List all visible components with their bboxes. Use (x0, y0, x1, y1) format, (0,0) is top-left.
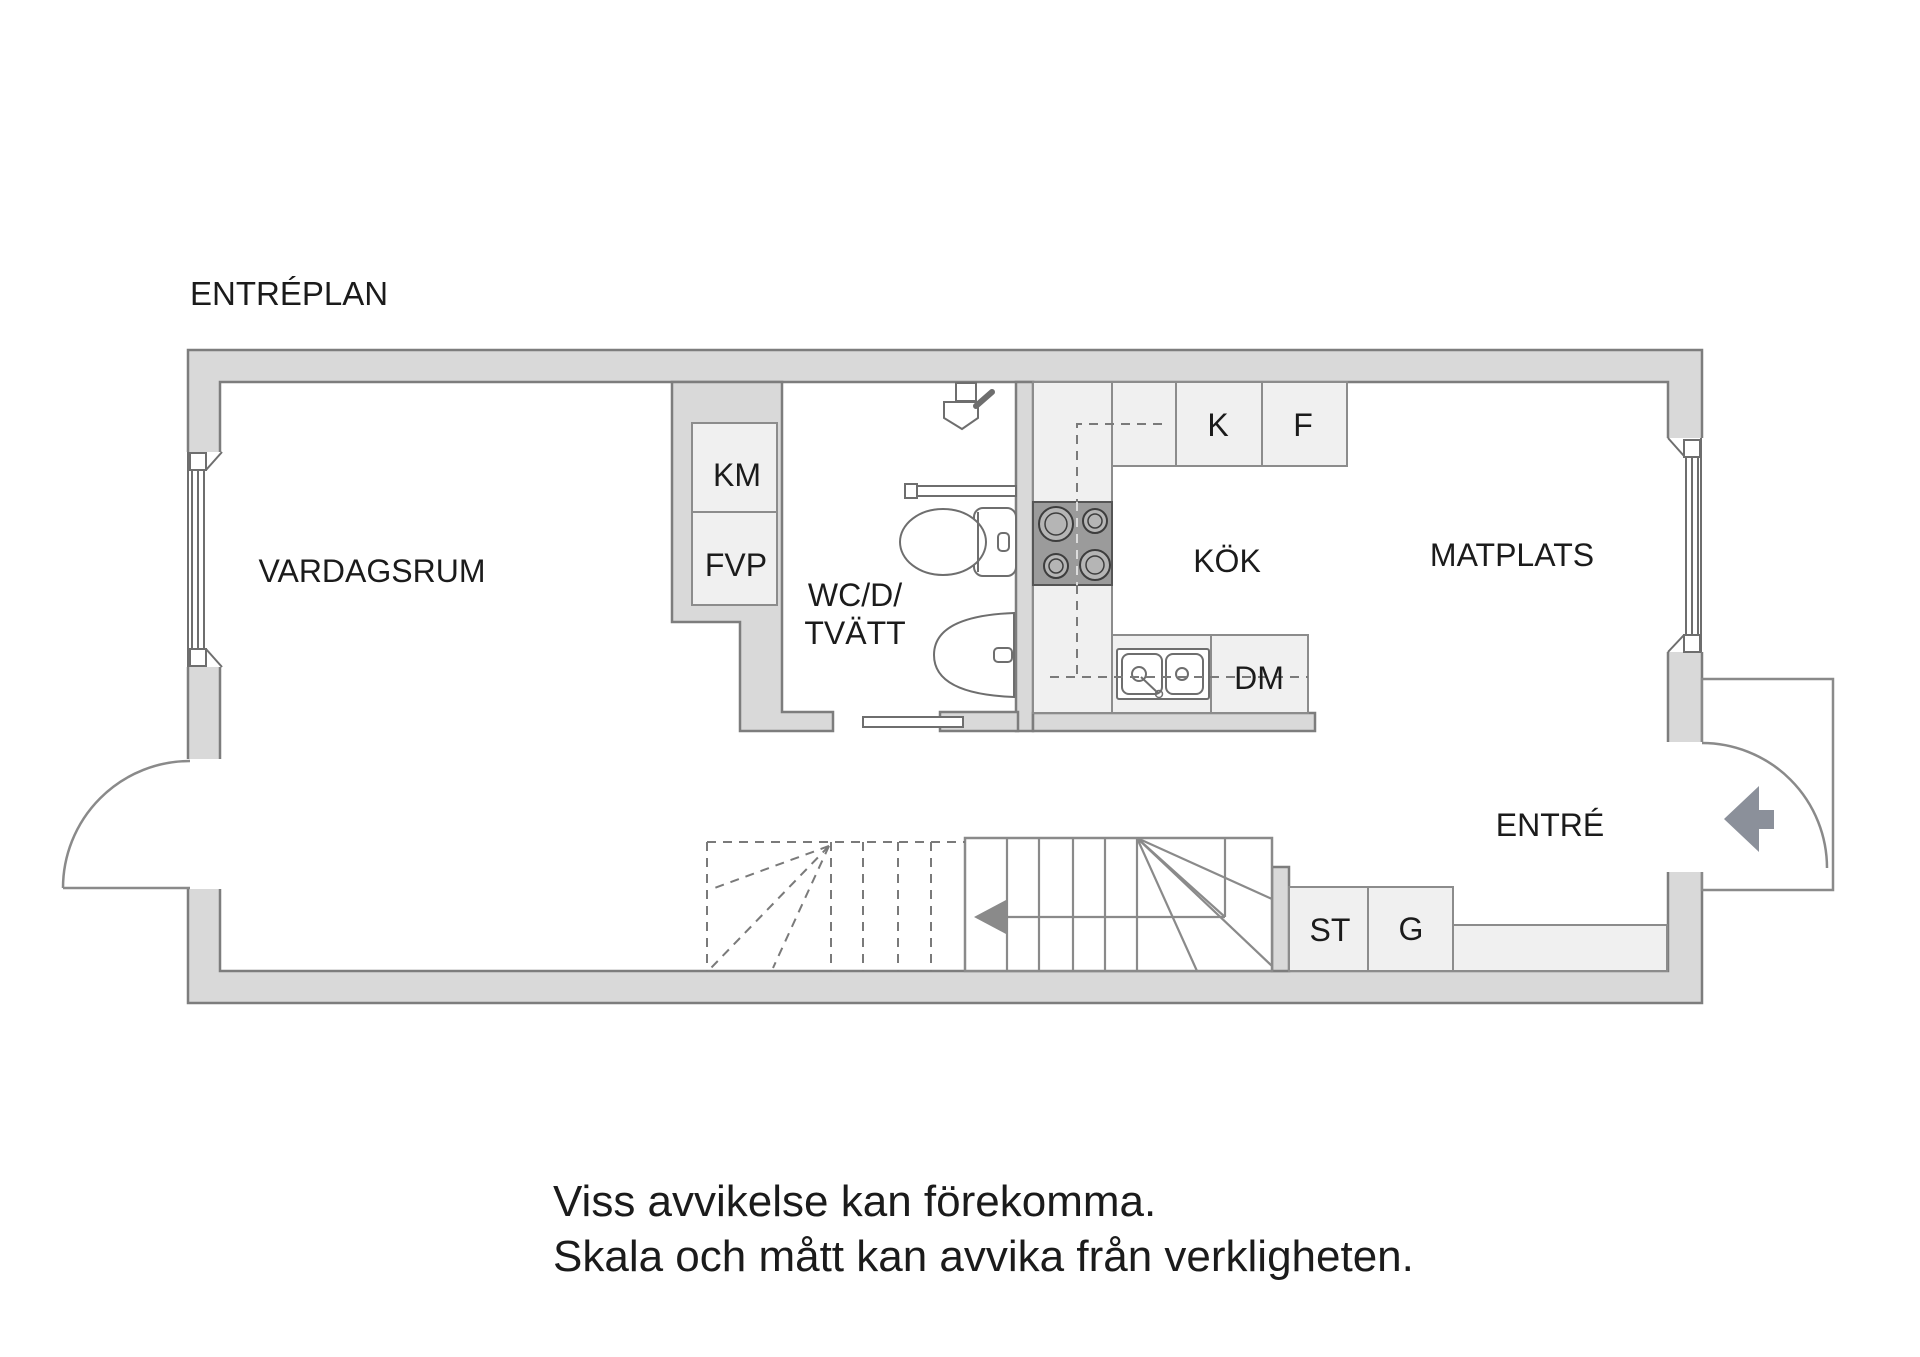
stair-end-wall (1270, 865, 1291, 973)
entry-door-opening (1666, 741, 1829, 872)
left-door-opening (61, 759, 223, 890)
room-label-matplats: MATPLATS (1430, 537, 1594, 573)
right-window (1666, 437, 1704, 653)
disclaimer-line1: Viss avvikelse kan förekomma. (553, 1177, 1156, 1226)
shower-icon (943, 382, 995, 431)
room-label-wc-line2: TVÄTT (804, 615, 905, 651)
g-unit (1367, 886, 1454, 972)
entry-door-swing-arc (1701, 741, 1829, 869)
room-label-kok: KÖK (1193, 543, 1261, 579)
stairs-direction-arrow-icon (974, 900, 1225, 934)
left-door-swing-arc (61, 759, 191, 890)
stairs-dashed-section (706, 841, 965, 971)
unit-label-km: KM (713, 457, 761, 493)
unit-label-st: ST (1310, 912, 1351, 948)
room-label-entre: ENTRÉ (1496, 807, 1604, 843)
stairs-icon (706, 836, 1274, 973)
counter-dashed-edges (1050, 423, 1308, 678)
st-unit (1288, 886, 1369, 972)
disclaimer-line2: Skala och mått kan avvika från verklighe… (553, 1232, 1414, 1281)
left-window (185, 451, 223, 668)
toilet-icon (899, 507, 1017, 577)
unit-label-k: K (1207, 407, 1228, 443)
washbasin-icon (932, 611, 1015, 699)
freezer-unit (1261, 381, 1348, 467)
unit-label-fvp: FVP (705, 547, 767, 583)
kitchen-sink-icon (1116, 648, 1210, 700)
unit-label-dm: DM (1234, 660, 1284, 696)
entry-landing (1700, 677, 1835, 892)
fridge-unit (1175, 381, 1263, 467)
plan-title: ENTRÉPLAN (190, 275, 388, 312)
entry-arrow-icon (1724, 786, 1774, 852)
unit-label-g: G (1399, 911, 1424, 947)
stove-icon (1032, 501, 1113, 586)
wc-sliding-door (862, 716, 964, 728)
fvp-unit (691, 511, 778, 606)
room-label-wc-line1: WC/D/ (808, 577, 902, 613)
room-label-vardagsrum: VARDAGSRUM (259, 553, 486, 589)
entry-mat-strip (1452, 924, 1668, 972)
unit-label-f: F (1293, 407, 1313, 443)
kitchen-hall-wall (1031, 711, 1317, 733)
km-unit (691, 422, 778, 513)
bathroom-shelf (904, 483, 1017, 499)
